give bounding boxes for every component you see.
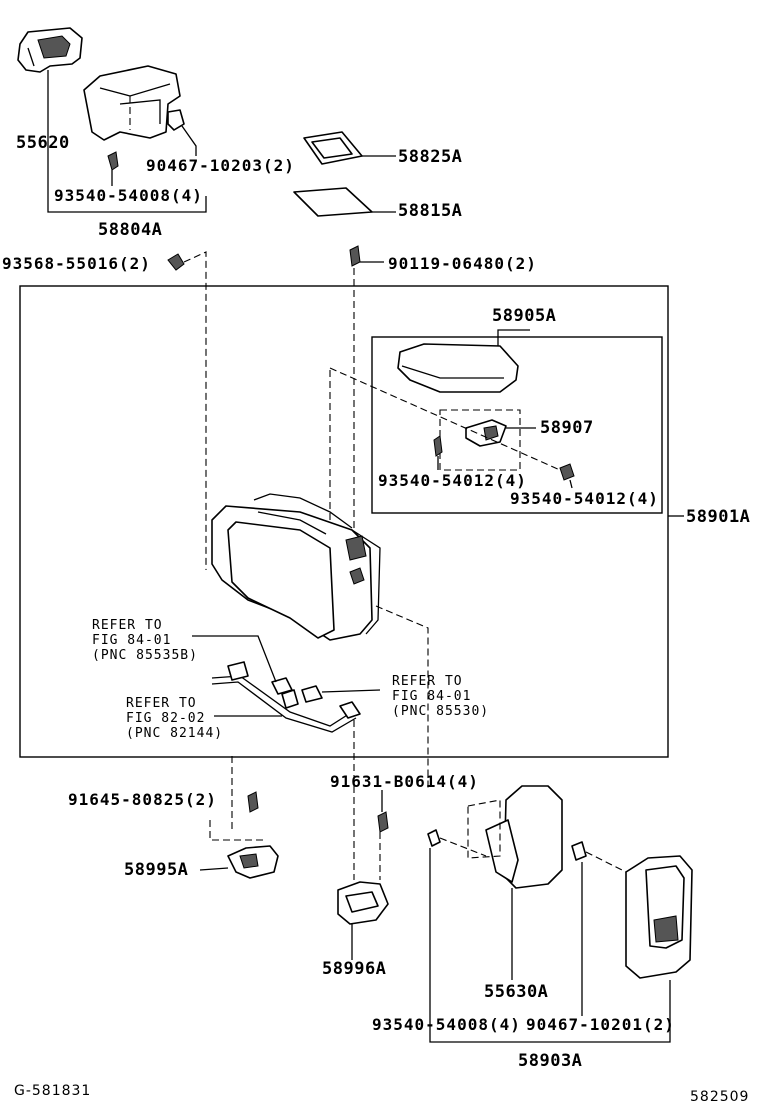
part-58825A-drawing xyxy=(303,131,363,165)
leader-58905A xyxy=(497,329,530,346)
label-55620: 55620 xyxy=(16,133,70,153)
leader-58995A xyxy=(199,867,229,871)
leader-90467-10203 xyxy=(181,125,197,156)
ref2-line2: FIG 84-01 xyxy=(392,689,472,704)
dash-body-right xyxy=(375,605,429,790)
reference-82-02-82144: REFER TO FIG 82-02 (PNC 82144) xyxy=(126,696,223,741)
label-93540-54012-right: 93540-54012(4) xyxy=(510,489,659,508)
ref2-line1: REFER TO xyxy=(392,674,463,689)
dash-lid-axis xyxy=(329,367,561,471)
part-58995A-drawing xyxy=(227,845,279,879)
screw-93540-54008-b xyxy=(427,829,441,847)
part-55630A-drawing xyxy=(467,785,563,889)
part-58905A-drawing xyxy=(397,343,519,393)
screw-91645-80825 xyxy=(247,791,259,813)
label-58804A: 58804A xyxy=(98,220,163,240)
reference-84-01-85530: REFER TO FIG 84-01 (PNC 85530) xyxy=(392,674,489,719)
label-90119-06480: 90119-06480(2) xyxy=(388,254,537,273)
assembly-58901A-frame xyxy=(19,285,669,758)
part-58907-drawing xyxy=(465,419,507,447)
ref1-line1: REFER TO xyxy=(92,618,163,633)
ref3-line1: REFER TO xyxy=(126,696,197,711)
part-58996A-drawing xyxy=(337,881,389,925)
label-93540-54008-top: 93540-54008(4) xyxy=(54,186,203,205)
bracket-58903A xyxy=(429,848,671,1043)
leader-93540-54012-b xyxy=(569,479,573,489)
part-58804A-drawing xyxy=(83,65,181,141)
ref1-line2: FIG 84-01 xyxy=(92,633,172,648)
ref3-line2: FIG 82-02 xyxy=(126,711,206,726)
label-58996A: 58996A xyxy=(322,959,387,979)
label-93568-55016: 93568-55016(2) xyxy=(2,254,151,273)
label-58995A: 58995A xyxy=(124,860,189,880)
label-93540-54008-bottom: 93540-54008(4) xyxy=(372,1015,521,1034)
leader-ref2 xyxy=(321,689,381,693)
label-58815A: 58815A xyxy=(398,201,463,221)
label-91645-80825: 91645-80825(2) xyxy=(68,790,217,809)
ref2-line3: (PNC 85530) xyxy=(392,704,490,719)
clip-90467-10203 xyxy=(167,109,185,131)
screw-93540-54012-a xyxy=(433,435,443,457)
reference-84-01-85535B: REFER TO FIG 84-01 (PNC 85535B) xyxy=(92,618,198,663)
console-body-drawing xyxy=(211,493,381,641)
subassembly-58905A-frame xyxy=(371,336,663,514)
label-90467-10201: 90467-10201(2) xyxy=(526,1015,675,1034)
label-93540-54012-left: 93540-54012(4) xyxy=(378,471,527,490)
screw-93540-54008 xyxy=(107,151,119,171)
label-58907: 58907 xyxy=(540,418,594,438)
label-90467-10203: 90467-10203(2) xyxy=(146,156,295,175)
dash-58996A xyxy=(353,720,381,880)
label-58901A: 58901A xyxy=(686,507,751,527)
part-58903A-drawing xyxy=(625,855,693,979)
label-55630A: 55630A xyxy=(484,982,549,1002)
clip-90467-10201 xyxy=(571,841,587,861)
part-58815A-drawing xyxy=(293,187,373,217)
wire-harness-drawing xyxy=(211,661,361,733)
label-58905A: 58905A xyxy=(492,306,557,326)
screw-93568-55016 xyxy=(167,253,185,271)
label-58903A: 58903A xyxy=(518,1051,583,1071)
label-91631-B0614: 91631-B0614(4) xyxy=(330,772,479,791)
dash-93568-55016 xyxy=(183,251,207,570)
dash-55630A xyxy=(439,837,487,857)
dash-58903A xyxy=(585,851,627,873)
footer-figure-code: G-581831 xyxy=(14,1083,92,1099)
part-55620-drawing xyxy=(17,27,83,73)
label-58825A: 58825A xyxy=(398,147,463,167)
dash-58995A xyxy=(209,756,266,841)
ref1-line3: (PNC 85535B) xyxy=(92,648,198,663)
screw-90119-06480 xyxy=(349,245,361,267)
footer-page-code: 582509 xyxy=(690,1089,750,1105)
screw-91631-B0614 xyxy=(377,811,389,833)
bracket-58804A xyxy=(47,70,207,213)
screw-93540-54012-b xyxy=(559,463,575,481)
ref3-line3: (PNC 82144) xyxy=(126,726,224,741)
leader-ref1 xyxy=(192,635,277,683)
